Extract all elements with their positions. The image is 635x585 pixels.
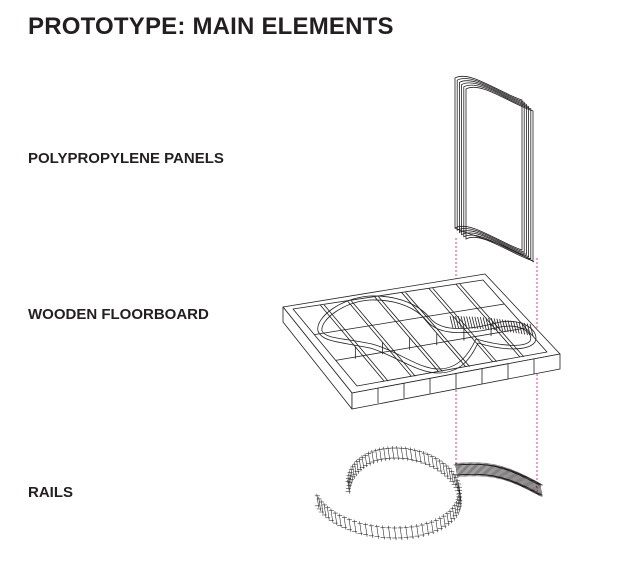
- rails-illustration: [315, 446, 543, 540]
- polypropylene-panels-illustration: [455, 76, 534, 262]
- wooden-floorboard-illustration: [283, 274, 560, 409]
